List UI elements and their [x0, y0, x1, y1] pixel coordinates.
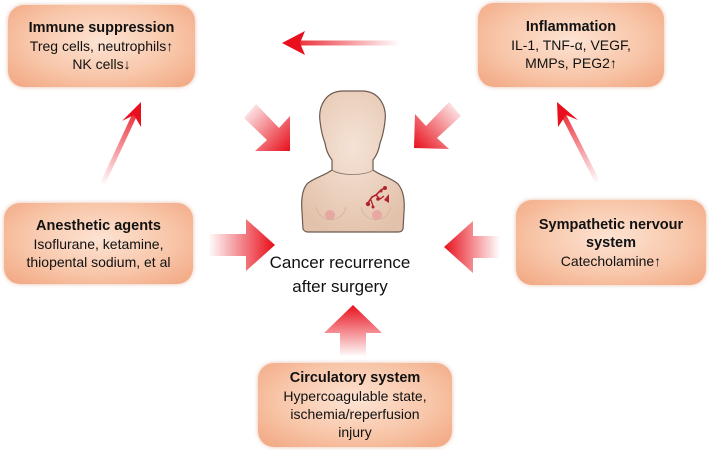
immune-suppression-title: Immune suppression [28, 20, 175, 36]
arrow-anesthetic-to-immune [99, 102, 141, 187]
arrow-anesthetic-to-center [208, 219, 275, 271]
circulatory-line-1: Hypercoagulable state, [283, 388, 427, 404]
anesthetic-agents-box: Anesthetic agents Isoflurane, ketamine, … [4, 203, 193, 284]
sympathetic-title-line-2: system [586, 234, 636, 251]
sympathetic-title-line-1: Sympathetic nervour [538, 216, 684, 233]
immune-suppression-line-1: Treg cells, neutrophils↑ [29, 38, 174, 54]
inflammation-title: Inflammation [525, 19, 617, 35]
center-label-line-2: after surgery [292, 277, 388, 296]
sympathetic-line-1: Catecholamine↑ [560, 252, 662, 269]
arrow-inflammation-to-center [414, 102, 461, 149]
circulatory-line-3: injury [338, 424, 372, 440]
immune-suppression-box: Immune suppression Treg cells, neutrophi… [8, 5, 195, 87]
circulatory-line-2: ischemia/reperfusion [290, 406, 420, 422]
anesthetic-agents-line-1: Isoflurane, ketamine, [33, 235, 164, 252]
arrow-circulatory-to-center [324, 305, 382, 357]
anesthetic-agents-line-2: thiopental sodium, et al [26, 253, 171, 270]
arrow-immune-to-center [244, 104, 290, 151]
torso-figure [301, 90, 405, 233]
left-breast-nipple [325, 210, 335, 220]
immune-suppression-line-2: NK cells↓ [72, 56, 131, 72]
right-breast-nipple [372, 210, 382, 220]
circulatory-system-box: Circulatory system Hypercoagulable state… [258, 363, 452, 447]
tumor-mark [365, 186, 389, 209]
arrow-sympathetic-to-center [444, 221, 500, 273]
anesthetic-agents-title: Anesthetic agents [36, 217, 161, 234]
sympathetic-nervous-box: Sympathetic nervour system Catecholamine… [516, 200, 706, 285]
center-label-line-1: Cancer recurrence [269, 253, 411, 272]
center-label: Cancer recurrence after surgery [250, 251, 430, 299]
inflammation-box: Inflammation IL-1, TNF-α, VEGF, MMPs, PE… [478, 3, 664, 87]
arrow-sympathetic-to-inflammation [557, 102, 601, 185]
inflammation-line-1: IL-1, TNF-α, VEGF, [511, 37, 631, 53]
circulatory-system-title: Circulatory system [289, 370, 421, 386]
inflammation-line-2: MMPs, PEG2↑ [525, 55, 617, 71]
arrow-inflammation-to-immune [282, 31, 400, 55]
